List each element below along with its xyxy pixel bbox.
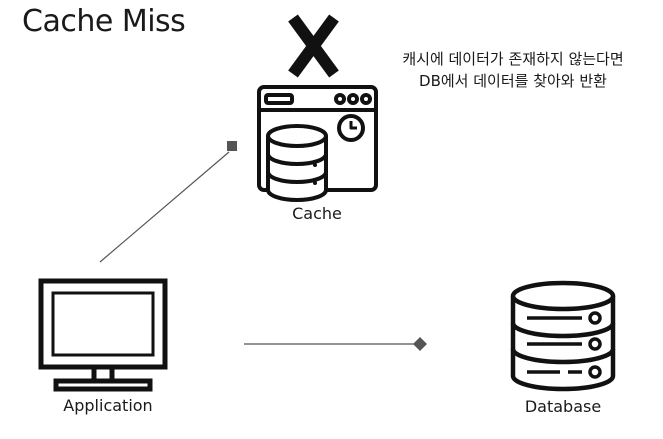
application-label: Application: [63, 396, 153, 415]
database-label: Database: [524, 397, 602, 416]
connector-app-to-db: [244, 337, 427, 351]
connector-app-to-cache: [99, 141, 237, 263]
database-icon: [510, 280, 616, 392]
monitor-icon: [38, 278, 168, 392]
cache-server-icon: [257, 85, 378, 202]
diagram-title: Cache Miss: [22, 4, 186, 39]
cache-label: Cache: [292, 204, 342, 223]
x-mark-icon: [288, 14, 339, 78]
note-line-1: 캐시에 데이터가 존재하지 않는다면: [402, 50, 624, 68]
cache-miss-note: 캐시에 데이터가 존재하지 않는다면 DB에서 데이터를 찾아와 반환: [368, 48, 658, 92]
note-line-2: DB에서 데이터를 찾아와 반환: [419, 72, 607, 90]
